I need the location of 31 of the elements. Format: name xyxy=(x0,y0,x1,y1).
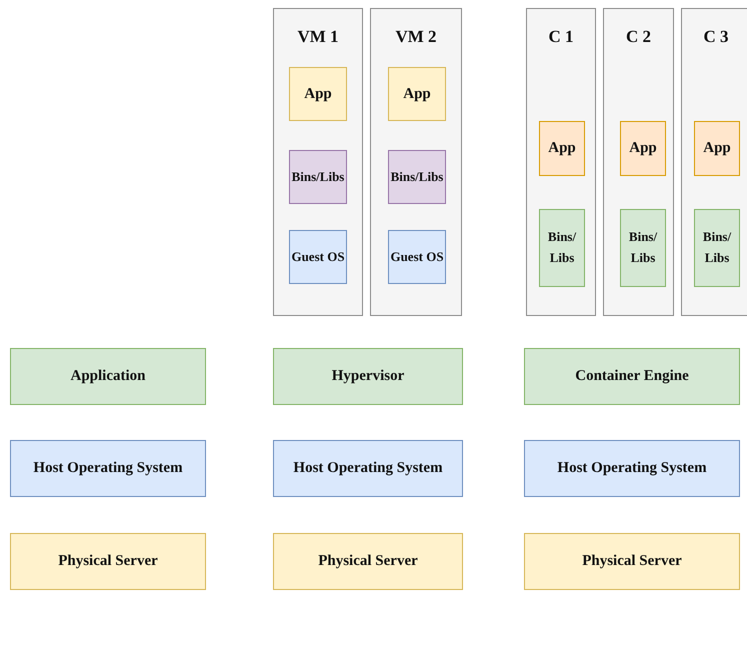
panel-heading: C 1 xyxy=(547,27,575,47)
layer-box: App xyxy=(694,121,740,176)
layer-box: Bins/ Libs xyxy=(620,209,666,287)
layer-box: Host Operating System xyxy=(273,440,463,497)
container-panel xyxy=(526,8,596,316)
container-panel xyxy=(370,8,462,316)
layer-box: Host Operating System xyxy=(524,440,740,497)
layer-box: Guest OS xyxy=(388,230,446,284)
layer-box: Guest OS xyxy=(289,230,347,284)
layer-box: Bins/ Libs xyxy=(694,209,740,287)
layer-box: App xyxy=(289,67,347,121)
layer-box: Physical Server xyxy=(10,533,206,590)
layer-box: App xyxy=(620,121,666,176)
layer-box: Host Operating System xyxy=(10,440,206,497)
container-panel xyxy=(681,8,747,316)
layer-box: Physical Server xyxy=(273,533,463,590)
layer-box: Bins/Libs xyxy=(289,150,347,204)
panel-heading: VM 2 xyxy=(394,27,438,47)
layer-box: Application xyxy=(10,348,206,405)
panel-heading: C 3 xyxy=(702,27,730,47)
layer-box: App xyxy=(539,121,585,176)
panel-heading: VM 1 xyxy=(296,27,340,47)
layer-box: Bins/ Libs xyxy=(539,209,585,287)
panel-heading: C 2 xyxy=(624,27,652,47)
layer-box: Physical Server xyxy=(524,533,740,590)
container-panel xyxy=(603,8,674,316)
layer-box: Hypervisor xyxy=(273,348,463,405)
container-panel xyxy=(273,8,363,316)
layer-box: Container Engine xyxy=(524,348,740,405)
layer-box: App xyxy=(388,67,446,121)
layer-box: Bins/Libs xyxy=(388,150,446,204)
